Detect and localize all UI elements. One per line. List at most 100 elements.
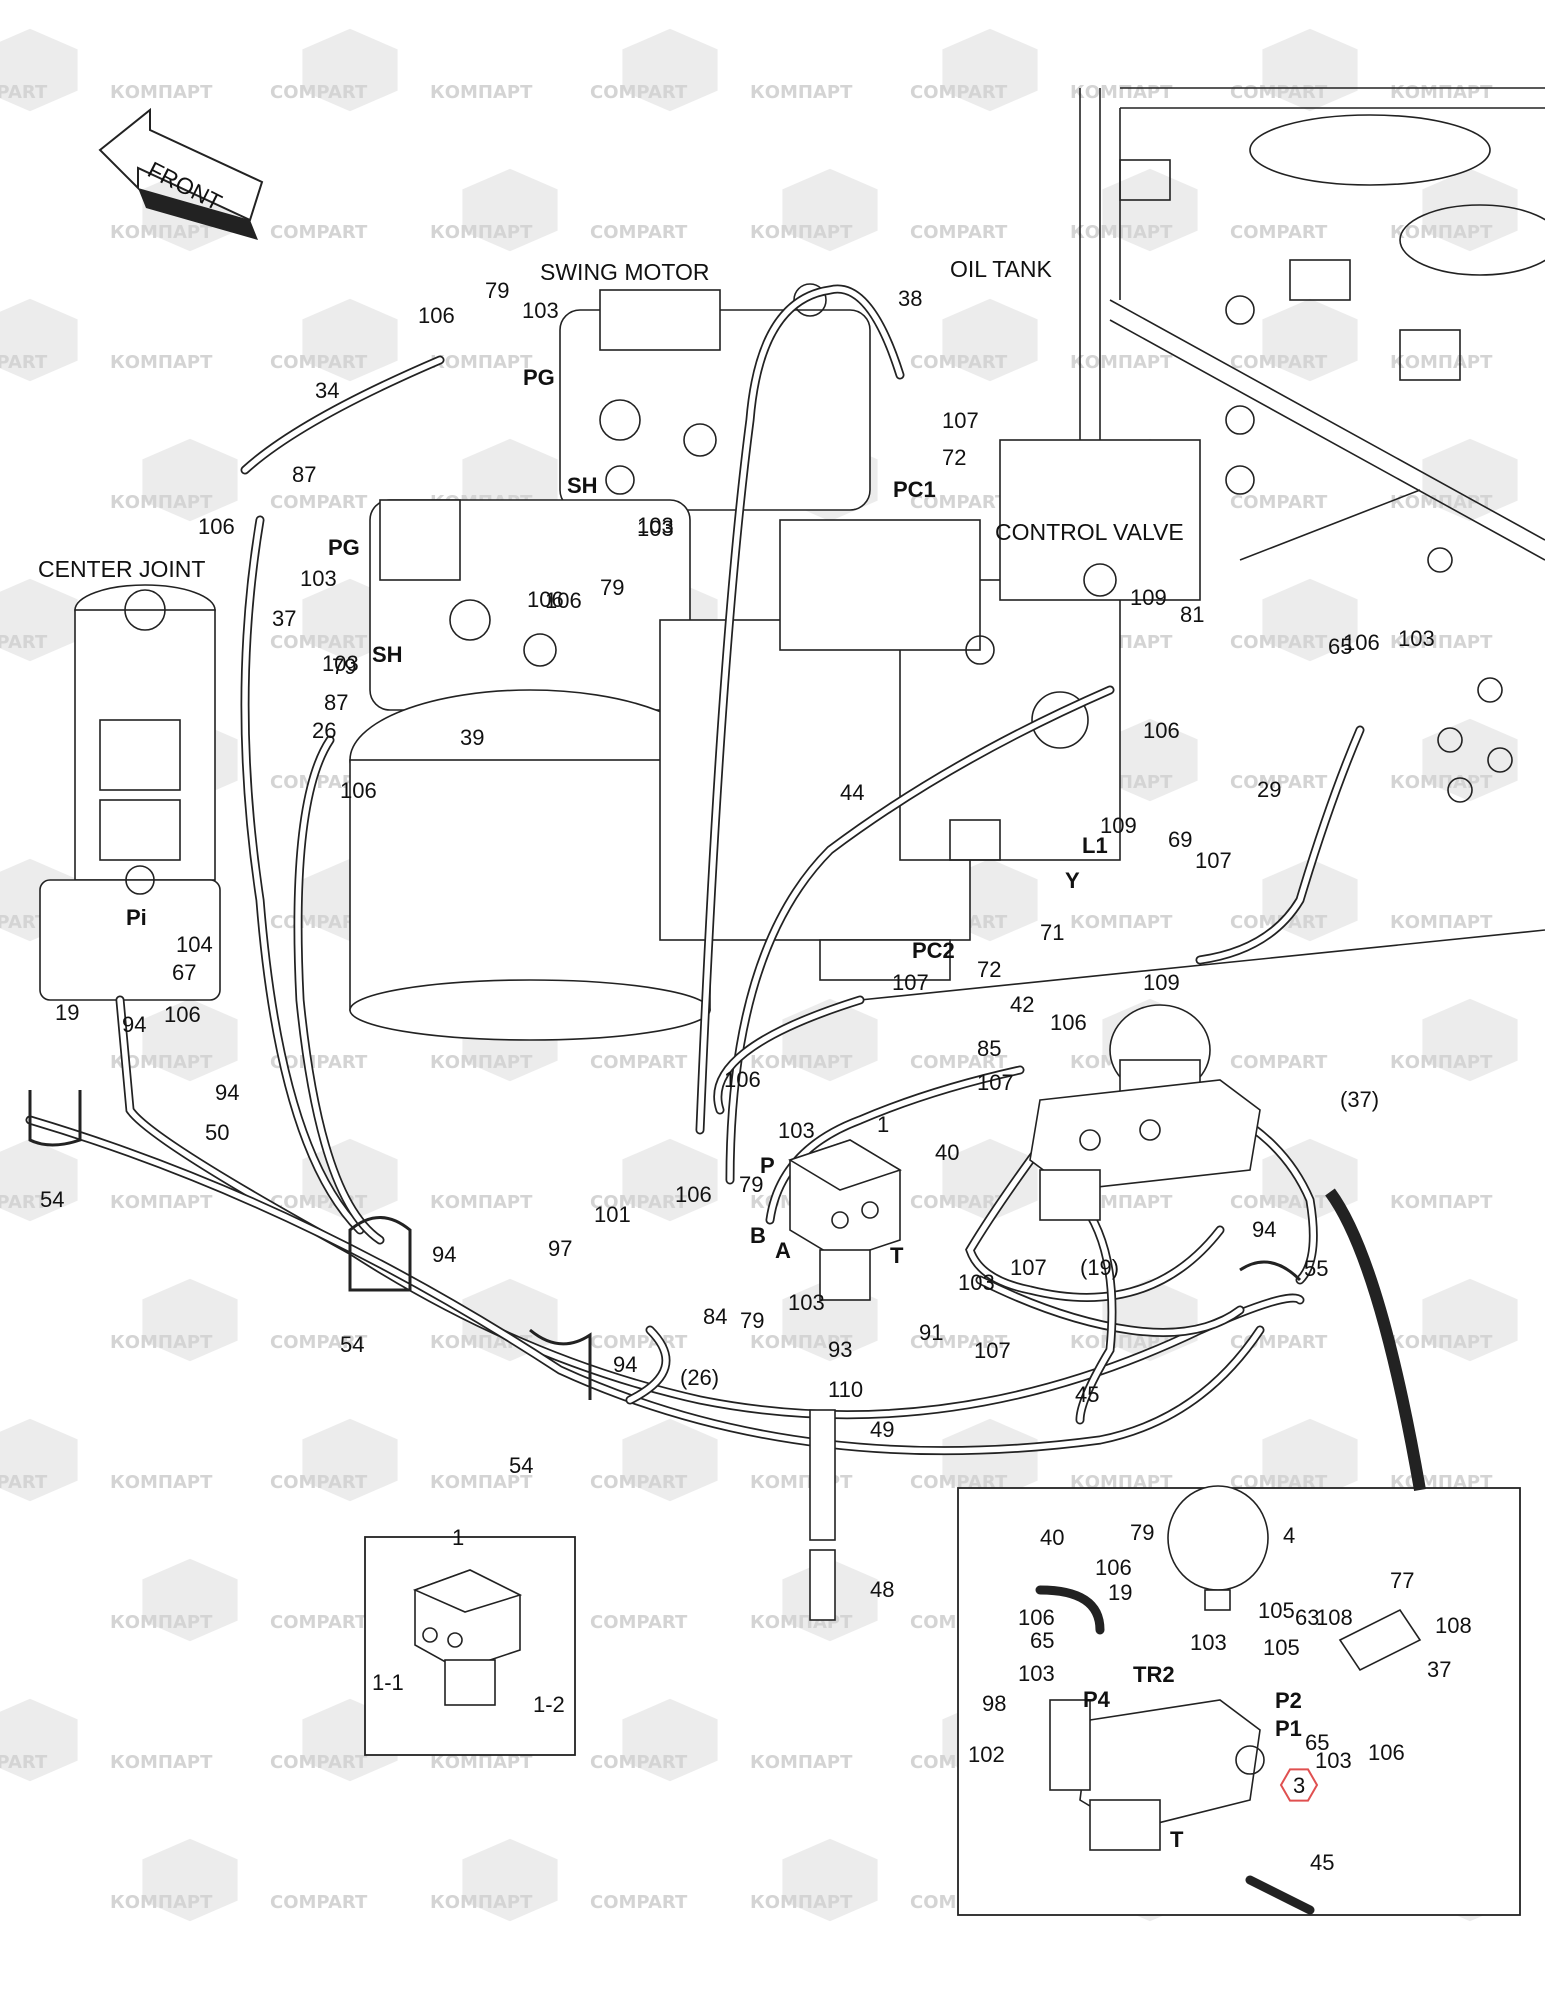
watermark-text: COMPART [270, 1752, 368, 1773]
watermark-text: COMPART [590, 1052, 688, 1073]
watermark-text: КОМПАРТ [750, 82, 853, 103]
watermark-text: COMPART [590, 1892, 688, 1913]
port-p2: P2 [1275, 1688, 1302, 1713]
callout-label: 87 [292, 462, 316, 487]
callout-labels: 1067910334871061033710679103381077210310… [40, 278, 1472, 1875]
watermark-text: COMPART [1230, 82, 1328, 103]
watermark-text: КОМПАРТ [1390, 222, 1493, 243]
callout-label: 1-1 [372, 1670, 404, 1695]
watermark-text: КОМПАРТ [430, 1752, 533, 1773]
caption-control-valve: CONTROL VALVE [995, 519, 1184, 545]
watermark-text: КОМПАРТ [1390, 82, 1493, 103]
watermark-text: КОМПАРТ [110, 1332, 213, 1353]
watermark-text: COMPART [590, 222, 688, 243]
callout-label: 103 [1190, 1630, 1227, 1655]
hydraulic-hose-inner [295, 737, 383, 1243]
callout-label: 38 [898, 286, 922, 311]
watermark-mark [142, 998, 238, 1082]
watermark-text: КОМПАРТ [750, 1752, 853, 1773]
callout-label: 102 [968, 1742, 1005, 1767]
watermark-text: КОМПАРТ [750, 1052, 853, 1073]
callout-label: 109 [1130, 585, 1167, 610]
hydraulic-hose-inner [27, 1117, 1263, 1454]
watermark-text: COMPART [910, 1192, 1008, 1213]
watermark-text: КОМПАРТ [430, 1052, 533, 1073]
callout-label: 55 [1304, 1256, 1328, 1281]
callout-label: 54 [509, 1453, 533, 1478]
watermark-text: КОМПАРТ [430, 222, 533, 243]
callout-label: 103 [637, 516, 674, 541]
callout-label: 85 [977, 1036, 1001, 1061]
callout-label: 29 [1257, 777, 1281, 802]
callout-label: 49 [870, 1417, 894, 1442]
watermark-text: COMPART [590, 1332, 688, 1353]
port-p: P [760, 1153, 775, 1178]
watermark-text: COMPART [910, 492, 1008, 513]
callout-label: 103 [637, 513, 674, 538]
watermark-mark [622, 1418, 718, 1502]
watermark-text: КОМПАРТ [110, 1052, 213, 1073]
callout-label: 105 [1258, 1598, 1295, 1623]
callout-label: 106 [545, 588, 582, 613]
watermark-text: КОМПАРТ [750, 222, 853, 243]
callout-label: 94 [1252, 1217, 1276, 1242]
callout-label: 107 [1195, 848, 1232, 873]
watermark-mark [1422, 438, 1518, 522]
callout-label: 91 [919, 1320, 943, 1345]
hydraulic-hose-inner [1077, 1197, 1115, 1423]
callout-label: 50 [205, 1120, 229, 1145]
callout-label: 42 [1010, 992, 1034, 1017]
port-sh: SH [567, 473, 598, 498]
watermark-text: КОМПАРТ [750, 1472, 853, 1493]
callout-label: 65 [1305, 1730, 1329, 1755]
caption-swing-motor: SWING MOTOR [540, 259, 710, 285]
center-joint [39, 584, 221, 1001]
watermark-text: COMPART [1230, 772, 1328, 793]
watermark-text: КОМПАРТ [1390, 1192, 1493, 1213]
watermark-text: COMPART [910, 222, 1008, 243]
watermark-text: COMPART [270, 1332, 368, 1353]
callout-label: 110 [828, 1377, 863, 1402]
pilot-valve-block [788, 1139, 902, 1301]
watermark-mark [1102, 168, 1198, 252]
inset-valve-detail [364, 1536, 576, 1756]
watermark-text: COMPART [590, 1612, 688, 1633]
watermark-text: COMPART [0, 912, 48, 933]
callout-label: 109 [1100, 813, 1137, 838]
callout-label: 93 [828, 1337, 852, 1362]
watermark-mark [942, 1138, 1038, 1222]
callout-label: 40 [935, 1140, 959, 1165]
watermark-text: COMPART [910, 1332, 1008, 1353]
callout-label: 106 [418, 303, 455, 328]
watermark-text: COMPART [910, 82, 1008, 103]
callout-label: 107 [1010, 1255, 1047, 1280]
watermark-text: КОМПАРТ [110, 352, 213, 373]
watermark-mark [622, 1698, 718, 1782]
watermark-mark [782, 168, 878, 252]
watermark-text: COMPART [0, 1752, 48, 1773]
watermark-mark [1422, 718, 1518, 802]
watermark-mark [462, 1278, 558, 1362]
watermark-mark [622, 1138, 718, 1222]
callout-label: 107 [942, 408, 979, 433]
watermark-mark [1262, 298, 1358, 382]
callout-label: 94 [122, 1012, 146, 1037]
callout-label: 54 [340, 1332, 364, 1357]
hydraulic-hose-inner [697, 286, 903, 1133]
watermark-mark [0, 1138, 78, 1222]
watermark-mark [942, 1418, 1038, 1502]
caption-oil-tank: OIL TANK [950, 256, 1052, 282]
callout-label: 101 [594, 1202, 631, 1227]
callout-label: 1 [452, 1525, 464, 1550]
callout-label: 45 [1310, 1850, 1334, 1875]
watermark-mark [302, 298, 398, 382]
callout-label: 37 [1427, 1657, 1451, 1682]
callout-label: 94 [613, 1352, 637, 1377]
callout-label: 44 [840, 780, 864, 805]
callout-label: 109 [1143, 970, 1180, 995]
callout-label: 63 [1295, 1605, 1319, 1630]
watermark-text: COMPART [270, 492, 368, 513]
callout-label: 4 [1283, 1523, 1295, 1548]
watermark-text: COMPART [270, 1612, 368, 1633]
